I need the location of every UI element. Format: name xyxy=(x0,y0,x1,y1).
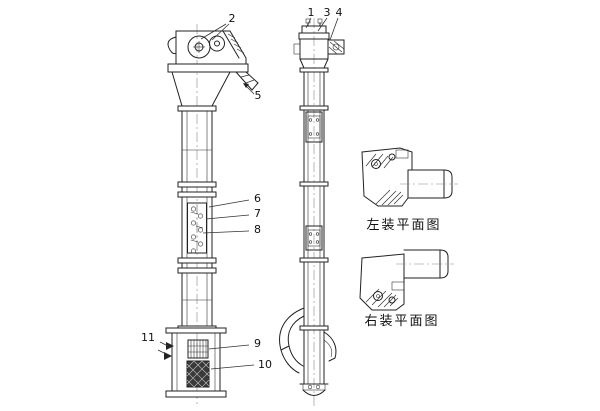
callout-7-label: 7 xyxy=(254,207,261,220)
head-pulley xyxy=(187,35,225,59)
lifting-lug xyxy=(167,36,177,55)
front-casing-column xyxy=(177,110,217,332)
flange-joint xyxy=(299,181,329,187)
callout-1-label: 1 xyxy=(308,6,315,19)
head-base-plate xyxy=(167,63,249,73)
callout-10-label: 10 xyxy=(258,358,272,371)
callout-2-label: 2 xyxy=(229,12,236,25)
side-boot-discharge xyxy=(279,307,337,374)
side-boot-bottom xyxy=(299,383,329,396)
side-view xyxy=(279,18,345,406)
left-plan-cylinder xyxy=(407,169,453,199)
side-inspection-door-upper xyxy=(305,111,323,143)
right-mount-plan-view: 右装平面图 xyxy=(359,249,454,329)
bucket-chain xyxy=(190,206,204,254)
flange-joint xyxy=(177,267,217,274)
callout-numbers: 2 1 3 4 5 6 7 8 9 10 11 xyxy=(141,6,343,371)
inspection-window xyxy=(187,202,207,254)
arrowhead xyxy=(243,83,249,88)
flange-joint xyxy=(299,325,329,331)
flange-joint xyxy=(299,257,329,263)
flange-joint xyxy=(177,191,217,198)
head-discharge-spout xyxy=(235,71,259,91)
side-head-section xyxy=(293,18,345,73)
right-plan-cylinder xyxy=(403,249,449,279)
callout-6-label: 6 xyxy=(254,192,261,205)
flange-joint xyxy=(299,105,329,111)
side-inspection-door-lower xyxy=(305,225,323,251)
left-mount-plan-view: 左装平面图 xyxy=(361,147,458,233)
callout-8-label: 8 xyxy=(254,223,261,236)
callout-11-label: 11 xyxy=(141,331,155,344)
front-head-section xyxy=(167,30,259,91)
right-mount-plan-label: 右装平面图 xyxy=(364,314,439,329)
callout-9-label: 9 xyxy=(254,337,261,350)
drive-bracket xyxy=(327,39,345,55)
callout-4-label: 4 xyxy=(336,6,343,19)
boot-base-plate xyxy=(165,390,227,398)
boot-grate xyxy=(187,339,209,359)
front-view xyxy=(164,24,259,404)
callout-leaders xyxy=(157,17,339,370)
flange-joint xyxy=(177,257,217,264)
boot-crosshatch-block xyxy=(186,360,210,388)
boot-top-flange xyxy=(165,327,227,334)
boot-section xyxy=(164,327,227,398)
callout-5-label: 5 xyxy=(255,89,262,102)
left-mount-plan-label: 左装平面图 xyxy=(366,218,441,233)
front-transition-cone xyxy=(171,71,231,112)
flange-joint xyxy=(177,181,217,188)
callout-3-label: 3 xyxy=(324,6,331,19)
left-plan-hatch xyxy=(365,153,404,206)
